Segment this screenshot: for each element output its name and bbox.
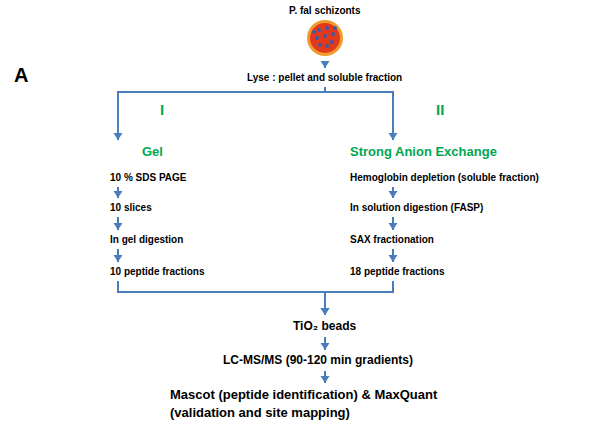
node-text: LC-MS/MS (90-120 min gradients)	[223, 353, 413, 368]
flow-arrow	[114, 187, 123, 198]
flow-arrow	[118, 281, 330, 315]
step-text: In gel digestion	[108, 232, 185, 247]
step-text: In solution digestion (FASP)	[348, 200, 485, 215]
node-text: Lyse : pellet and soluble fraction	[247, 71, 402, 84]
flow-arrow	[114, 249, 123, 262]
flow-arrow	[389, 249, 398, 262]
branch-number: I	[160, 101, 164, 118]
step-text: 10 peptide fractions	[108, 264, 206, 279]
node-text: Mascot (peptide identification) & MaxQua…	[170, 386, 455, 422]
step-text: SAX fractionation	[348, 232, 436, 247]
flow-arrow	[114, 217, 123, 230]
node-text: P. fal schizonts	[289, 4, 361, 17]
flow-arrow	[389, 217, 398, 230]
flow-arrow	[325, 87, 398, 140]
flow-arrow	[321, 371, 330, 383]
step-text: 18 peptide fractions	[348, 264, 446, 279]
node-text: 10 peptide fractions	[110, 265, 204, 278]
node-text: SAX fractionation	[350, 233, 434, 246]
node-text: 10 slices	[110, 201, 152, 214]
schizont-illustration	[305, 18, 345, 58]
flow-arrow	[321, 61, 330, 68]
panel-letter: A	[14, 64, 28, 87]
node-text: 18 peptide fractions	[350, 265, 444, 278]
sample-node: P. fal schizonts	[287, 3, 363, 59]
node-text: In solution digestion (FASP)	[350, 201, 483, 214]
branch-number: II	[436, 101, 444, 118]
node-text: Gel	[142, 144, 163, 160]
step-text: LC-MS/MS (90-120 min gradients)	[221, 352, 415, 369]
step-text: 10 slices	[108, 200, 154, 215]
node-text: 10 % SDS PAGE	[110, 171, 187, 184]
flow-arrow	[321, 281, 394, 315]
step-text: Lyse : pellet and soluble fraction	[245, 70, 404, 85]
branch-heading: Gel	[140, 143, 165, 161]
node-text: Hemoglobin depletion (soluble fraction)	[350, 171, 539, 184]
flow-arrow	[389, 187, 398, 198]
node-text: In gel digestion	[110, 233, 183, 246]
step-text: 10 % SDS PAGE	[108, 170, 189, 185]
step-text: Hemoglobin depletion (soluble fraction)	[348, 170, 541, 185]
node-text: Strong Anion Exchange	[350, 144, 497, 160]
branch-heading: Strong Anion Exchange	[348, 143, 499, 161]
node-text: TiO₂ beads	[293, 319, 356, 334]
result-text: Mascot (peptide identification) & MaxQua…	[168, 385, 457, 423]
flow-arrow	[321, 337, 330, 350]
step-text: TiO₂ beads	[291, 318, 358, 335]
flow-arrow	[114, 87, 326, 140]
